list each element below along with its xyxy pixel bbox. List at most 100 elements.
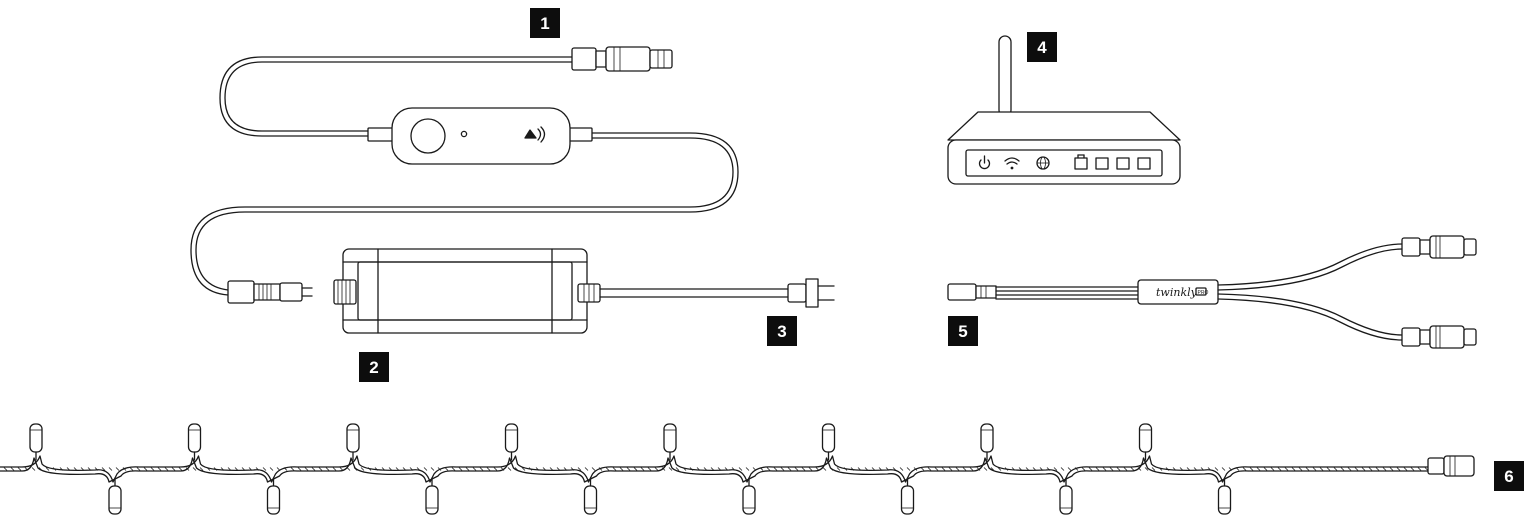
splitter-cable: twinkly PRO: [947, 235, 1477, 349]
cable-braid-mark: [94, 467, 99, 471]
cable-braid-mark: [682, 467, 687, 471]
cable-braid-mark: [1410, 467, 1415, 471]
cable-braid-mark: [1214, 467, 1219, 471]
cable-braid-mark: [549, 467, 554, 471]
cable-braid-mark: [1165, 467, 1170, 471]
cable-braid-mark: [920, 467, 925, 471]
cable-braid-mark: [24, 467, 29, 471]
cable-braid-mark: [465, 467, 470, 471]
bulb-bottom: [266, 485, 281, 515]
cable-braid-mark: [822, 467, 827, 471]
cable-braid-mark: [962, 467, 967, 471]
bulb-bottom: [900, 485, 915, 515]
cable-braid-mark: [38, 467, 43, 471]
cable-braid-mark: [591, 467, 596, 471]
cable-braid-mark: [878, 467, 883, 471]
cable-braid-mark: [45, 467, 50, 471]
cable-braid-mark: [206, 467, 211, 471]
bulb-bottom: [583, 485, 598, 515]
wifi-icon: [1004, 157, 1020, 170]
cable-braid-mark: [234, 467, 239, 471]
cable-braid-mark: [1270, 467, 1275, 471]
cable-braid-mark: [829, 467, 834, 471]
power-adapter: [333, 248, 601, 334]
callout-4-label: 4: [1037, 38, 1047, 57]
cable-braid-mark: [1179, 467, 1184, 471]
cable-braid-mark: [906, 467, 911, 471]
cable-braid-mark: [129, 467, 134, 471]
bulb-top: [1138, 423, 1153, 453]
cable-braid-mark: [269, 467, 274, 471]
cable-braid-mark: [703, 467, 708, 471]
cable-braid-mark: [633, 467, 638, 471]
cable-braid-mark: [885, 467, 890, 471]
cable-braid-mark: [1319, 467, 1324, 471]
cable-braid-mark: [171, 467, 176, 471]
cable-braid-mark: [955, 467, 960, 471]
cable-braid-mark: [696, 467, 701, 471]
light-string-cable-a: [0, 455, 1431, 483]
cable-braid-mark: [1361, 467, 1366, 471]
cable-braid-mark: [416, 467, 421, 471]
bulb-top: [663, 423, 677, 453]
cable-braid-mark: [493, 467, 498, 471]
cable-braid-mark: [948, 467, 953, 471]
cable-braid-mark: [31, 467, 36, 471]
callout-4-bg: [1027, 32, 1057, 62]
cable-braid-mark: [1340, 467, 1345, 471]
cable-braid-mark: [983, 467, 988, 471]
cable-braid-mark: [1354, 467, 1359, 471]
cable-braid-mark: [1130, 467, 1135, 471]
cable-braid-mark: [836, 467, 841, 471]
splitter-brand: twinkly: [1156, 286, 1198, 299]
cable-braid-mark: [388, 467, 393, 471]
bulb-bottom: [1059, 485, 1073, 515]
cable-braid-mark: [500, 467, 505, 471]
power-plug: [599, 278, 835, 308]
cable-braid-mark: [80, 467, 85, 471]
cable-braid-mark: [598, 467, 603, 471]
cable-braid-mark: [1081, 467, 1086, 471]
callout-6-bg: [1494, 461, 1524, 491]
bulb-bottom: [425, 485, 439, 515]
cable-braid-mark: [521, 467, 526, 471]
cable-braid-mark: [780, 467, 785, 471]
callout-1-bg: [530, 8, 560, 38]
cable-braid-mark: [1403, 467, 1408, 471]
bulb-top: [504, 423, 519, 453]
cable-braid-mark: [1172, 467, 1177, 471]
cable-braid-mark: [395, 467, 400, 471]
cable-braid-mark: [374, 467, 379, 471]
cable-braid-mark: [367, 467, 372, 471]
router: [947, 35, 1181, 185]
splitter-badge: PRO: [1198, 290, 1209, 296]
cable-braid-mark: [1389, 467, 1394, 471]
cable-braid-mark: [542, 467, 547, 471]
cable-braid-mark: [339, 467, 344, 471]
cable-braid-mark: [1032, 467, 1037, 471]
cable-braid-mark: [941, 467, 946, 471]
callout-2-bg: [359, 352, 389, 382]
cable-braid-mark: [1228, 467, 1233, 471]
cable-braid-mark: [766, 467, 771, 471]
cable-braid-mark: [857, 467, 862, 471]
cable-braid-mark: [619, 467, 624, 471]
cable-braid-mark: [290, 467, 295, 471]
cable-braid-mark: [311, 467, 316, 471]
cable-braid-mark: [325, 467, 330, 471]
ethernet-ports: [1074, 154, 1151, 170]
cable-braid-mark: [1347, 467, 1352, 471]
cable-braid-mark: [794, 467, 799, 471]
cable-braid-mark: [773, 467, 778, 471]
cable-braid-mark: [73, 467, 78, 471]
string-end-connector-body: [1427, 457, 1445, 475]
cable-braid-mark: [66, 467, 71, 471]
cable-braid-mark: [185, 467, 190, 471]
cable-braid-mark: [710, 467, 715, 471]
cable-braid-mark: [612, 467, 617, 471]
cable-braid-mark: [1396, 467, 1401, 471]
string-end-connector-head: [1443, 455, 1475, 477]
controller-button-icon: [410, 118, 446, 154]
cable-braid-mark: [1284, 467, 1289, 471]
cable-braid-mark: [934, 467, 939, 471]
